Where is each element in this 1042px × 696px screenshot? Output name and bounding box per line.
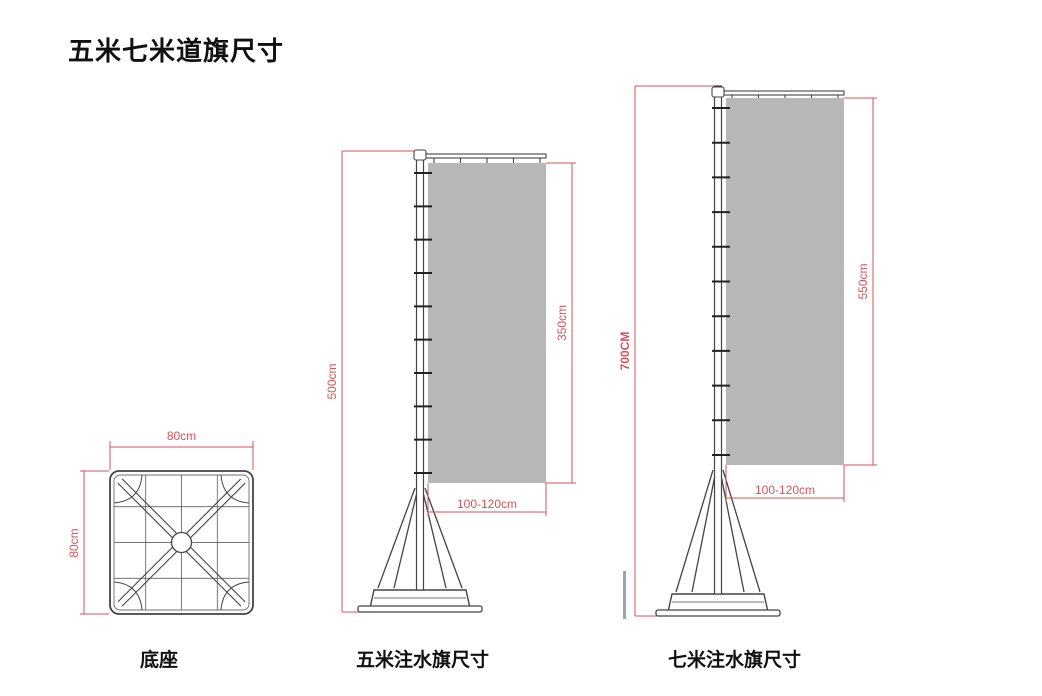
base-brace-4-a — [117, 539, 180, 603]
page-title: 五米七米道旗尺寸 — [68, 37, 285, 67]
base-outline — [109, 470, 254, 615]
base-corner-arc-1 — [113, 474, 143, 504]
flag-5m-caption: 五米注水旗尺寸 — [356, 649, 490, 671]
side-marker — [623, 571, 626, 619]
tripod-leg-4 — [719, 469, 745, 593]
tripod-leg-2 — [424, 487, 463, 589]
base-brace-4-b — [121, 544, 185, 607]
base-corner-arc-3 — [220, 581, 250, 611]
base-corner-arc-2 — [220, 474, 250, 504]
tripod-leg-3 — [393, 487, 419, 589]
flag-width-label: 100-120cm — [755, 483, 815, 497]
base-depth-label: 80cm — [67, 528, 81, 557]
base-plate — [357, 605, 483, 613]
tripod-leg-1 — [377, 487, 416, 589]
water-tank — [667, 593, 769, 613]
top-bar-joint — [413, 149, 427, 161]
tripod-leg-3 — [691, 469, 717, 593]
base-brace-3-a — [178, 544, 242, 607]
tripod-leg-1 — [675, 469, 714, 593]
tripod-leg-2 — [722, 469, 761, 593]
flag-width-label: 100-120cm — [457, 497, 517, 511]
top-bar-joint — [711, 86, 725, 98]
flag-5m-diagram: 500cm 350cm 100-120cm — [325, 149, 576, 613]
base-brace-2-b — [178, 478, 242, 541]
flag-pole — [415, 150, 425, 591]
total-height-label: 500cm — [325, 363, 339, 399]
flag-7m-diagram: 700CM 550cm 100-120cm — [618, 85, 877, 617]
top-bar — [714, 90, 845, 96]
top-bar — [416, 153, 547, 159]
base-brace-2-a — [183, 482, 246, 546]
base-plate — [655, 609, 781, 617]
base-caption: 底座 — [140, 649, 179, 671]
base-width-label: 80cm — [167, 429, 196, 443]
flag-pole — [713, 85, 723, 595]
base-brace-3-b — [183, 539, 246, 603]
flag-height-label: 350cm — [555, 305, 569, 341]
base-brace-1-a — [121, 478, 185, 541]
flag-banner — [428, 163, 546, 483]
water-tank — [369, 589, 471, 609]
flag-height-label: 550cm — [856, 263, 870, 299]
flag-7m-caption: 七米注水旗尺寸 — [668, 649, 802, 671]
base-diagram: 80cm 80cm — [67, 429, 254, 615]
total-height-label: 700CM — [618, 332, 632, 371]
base-corner-arc-4 — [113, 581, 143, 611]
base-brace-1-b — [117, 482, 180, 546]
base-center-hub — [170, 531, 193, 554]
flag-banner — [726, 98, 844, 465]
tripod-leg-4 — [421, 487, 447, 589]
